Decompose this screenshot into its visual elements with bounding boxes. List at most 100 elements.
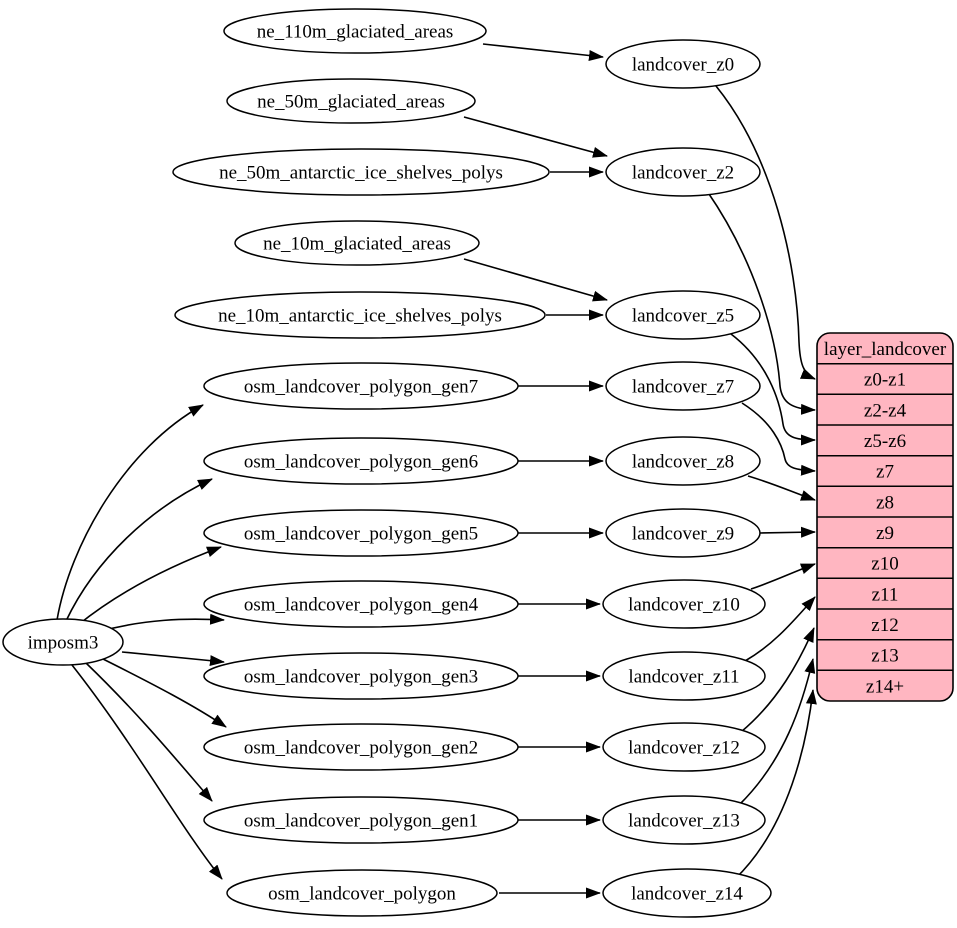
node-shape <box>2 618 124 666</box>
node-shape <box>203 362 519 410</box>
node-label: ne_50m_antarctic_ice_shelves_polys <box>219 163 503 184</box>
node-label: landcover_z5 <box>632 306 734 327</box>
node-ne-10m-antarctic-ice-shelves-polys: ne_10m_antarctic_ice_shelves_polys <box>174 291 546 339</box>
node-label: osm_landcover_polygon_gen5 <box>244 524 478 545</box>
node-osm-landcover-polygon-gen5: osm_landcover_polygon_gen5 <box>203 509 519 557</box>
node-osm-landcover-polygon-gen1: osm_landcover_polygon_gen1 <box>203 796 519 844</box>
node-osm-landcover-polygon-gen7: osm_landcover_polygon_gen7 <box>203 362 519 410</box>
edge-imposm3-to-osm-landcover-polygon-gen4 <box>96 613 225 633</box>
node-landcover-z0: landcover_z0 <box>605 39 761 89</box>
edge-landcover-z11-to-row-z11 <box>744 596 816 662</box>
node-label: landcover_z13 <box>628 811 740 832</box>
edge-landcover-z12-to-row-z12 <box>740 627 815 733</box>
node-shape <box>203 580 519 628</box>
node-shape <box>602 651 766 701</box>
edge-landcover-z2-to-row-z2-z4 <box>706 190 816 415</box>
edge-landcover-z8-to-row-z8 <box>747 475 816 501</box>
node-shape <box>605 508 761 558</box>
record-row-z7: z7 <box>876 462 894 483</box>
node-label: osm_landcover_polygon <box>268 884 456 905</box>
edge-ne-50m-glaciated-areas-to-landcover-z2 <box>463 116 608 158</box>
edge-imposm3-to-osm-landcover-polygon-gen3 <box>121 651 225 667</box>
edge-imposm3-to-osm-landcover-polygon-gen1 <box>85 662 213 802</box>
node-shape <box>203 796 519 844</box>
node-label: landcover_z7 <box>632 377 734 398</box>
node-osm-landcover-polygon-gen4: osm_landcover_polygon_gen4 <box>203 580 519 628</box>
node-ne-50m-glaciated-areas: ne_50m_glaciated_areas <box>226 78 476 124</box>
node-label: landcover_z9 <box>632 524 734 545</box>
node-landcover-z7: landcover_z7 <box>605 361 761 411</box>
node-landcover-z9: landcover_z9 <box>605 508 761 558</box>
node-shape <box>203 652 519 700</box>
node-label: landcover_z14 <box>631 884 743 905</box>
record-row-z11: z11 <box>872 584 899 605</box>
node-label: landcover_z10 <box>628 595 740 616</box>
node-shape <box>203 509 519 557</box>
record-row-z8: z8 <box>876 492 894 513</box>
node-shape <box>203 437 519 485</box>
record-row-z12: z12 <box>871 615 898 636</box>
node-label: ne_10m_glaciated_areas <box>263 234 451 255</box>
node-label: ne_110m_glaciated_areas <box>257 22 454 43</box>
edge-imposm3-to-osm-landcover-polygon-gen5 <box>77 546 222 626</box>
record-row-z9: z9 <box>876 523 894 544</box>
edge-ne-10m-glaciated-areas-to-landcover-z5 <box>463 258 608 302</box>
node-label: osm_landcover_polygon_gen6 <box>244 452 478 473</box>
node-label: ne_50m_glaciated_areas <box>257 92 445 113</box>
node-label: ne_10m_antarctic_ice_shelves_polys <box>218 306 502 327</box>
node-ne-110m-glaciated-areas: ne_110m_glaciated_areas <box>223 8 487 54</box>
edge-landcover-z9-to-row-z9 <box>759 526 816 538</box>
node-shape <box>203 723 519 771</box>
node-landcover-z11: landcover_z11 <box>602 651 766 701</box>
node-shape <box>602 795 766 845</box>
record-title: layer_landcover <box>824 339 947 360</box>
node-landcover-z2: landcover_z2 <box>605 147 761 197</box>
node-shape <box>223 8 487 54</box>
node-landcover-z5: landcover_z5 <box>605 290 761 340</box>
edge-landcover-z14-to-row-z14plus <box>734 689 817 880</box>
node-shape <box>605 290 761 340</box>
record-row-z14plus: z14+ <box>866 676 904 697</box>
node-landcover-z13: landcover_z13 <box>602 795 766 845</box>
node-label: imposm3 <box>28 633 99 654</box>
edge-imposm3-to-osm-landcover-polygon-gen7 <box>56 404 204 621</box>
edge-landcover-z10-to-row-z10 <box>750 563 816 590</box>
node-layer-landcover: layer_landcover z0-z1 z2-z4 z5-z6 z7 z8 … <box>816 332 954 702</box>
node-shape <box>605 361 761 411</box>
node-osm-landcover-polygon-gen3: osm_landcover_polygon_gen3 <box>203 652 519 700</box>
record-row-z13: z13 <box>871 646 898 667</box>
edge-landcover-z0-to-row-z0-z1 <box>715 85 816 380</box>
node-osm-landcover-polygon-gen2: osm_landcover_polygon_gen2 <box>203 723 519 771</box>
node-ne-50m-antarctic-ice-shelves-polys: ne_50m_antarctic_ice_shelves_polys <box>172 148 550 196</box>
node-label: osm_landcover_polygon_gen4 <box>244 595 479 616</box>
node-label: landcover_z12 <box>628 738 740 759</box>
record-row-z2-z4: z2-z4 <box>864 400 907 421</box>
node-landcover-z14: landcover_z14 <box>602 868 772 918</box>
node-label: landcover_z0 <box>632 55 734 76</box>
node-label: landcover_z2 <box>632 163 734 184</box>
node-landcover-z8: landcover_z8 <box>605 436 761 486</box>
node-shape <box>605 147 761 197</box>
node-label: osm_landcover_polygon_gen2 <box>244 738 478 759</box>
node-landcover-z12: landcover_z12 <box>602 722 766 772</box>
node-shape <box>226 78 476 124</box>
edge-landcover-z5-to-row-z5-z6 <box>730 333 816 446</box>
node-shape <box>172 148 550 196</box>
edge-imposm3-to-osm-landcover-polygon <box>71 664 223 880</box>
edge-landcover-z13-to-row-z13 <box>738 658 816 806</box>
node-shape <box>602 722 766 772</box>
node-landcover-z10: landcover_z10 <box>602 579 766 629</box>
record-row-z10: z10 <box>871 554 898 575</box>
node-ne-10m-glaciated-areas: ne_10m_glaciated_areas <box>234 220 480 266</box>
node-label: osm_landcover_polygon_gen3 <box>244 667 478 688</box>
node-shape <box>602 579 766 629</box>
source-nodes: ne_110m_glaciated_areas ne_50m_glaciated… <box>172 8 550 917</box>
node-osm-landcover-polygon: osm_landcover_polygon <box>226 869 498 917</box>
record-row-z0-z1: z0-z1 <box>864 370 906 391</box>
edge-ne-110m-glaciated-areas-to-landcover-z0 <box>482 43 604 61</box>
edge-imposm3-to-osm-landcover-polygon-gen2 <box>102 658 227 728</box>
node-label: osm_landcover_polygon_gen1 <box>244 811 478 832</box>
node-shape <box>174 291 546 339</box>
